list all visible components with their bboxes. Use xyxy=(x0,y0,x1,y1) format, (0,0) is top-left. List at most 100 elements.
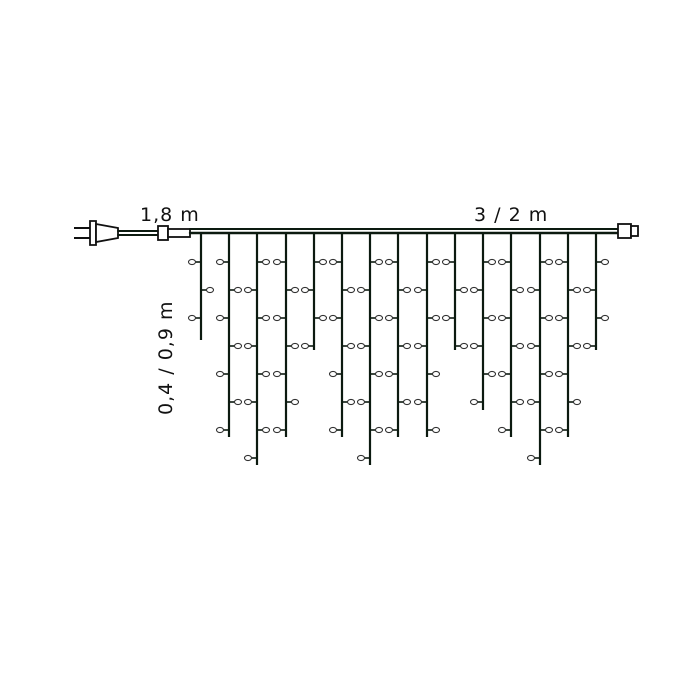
led-bulb-icon xyxy=(413,398,427,406)
icicle-drop xyxy=(328,233,356,437)
icicle-drops xyxy=(187,233,610,465)
led-bulb-icon xyxy=(215,426,229,434)
led-bulb-icon xyxy=(243,398,257,406)
led-bulb-icon xyxy=(356,398,370,406)
led-bulb-icon xyxy=(568,398,582,406)
led-bulb-icon xyxy=(272,314,286,322)
led-bulb-icon xyxy=(511,398,525,406)
led-bulb-icon xyxy=(328,258,342,266)
plug-icon xyxy=(74,220,119,246)
led-bulb-icon xyxy=(342,398,356,406)
icicle-drop xyxy=(272,233,300,437)
led-bulb-icon xyxy=(286,342,300,350)
lead-cable xyxy=(117,230,159,236)
led-bulb-icon xyxy=(427,314,441,322)
led-bulb-icon xyxy=(526,342,540,350)
led-bulb-icon xyxy=(300,342,314,350)
led-bulb-icon xyxy=(257,258,271,266)
led-bulb-icon xyxy=(497,258,511,266)
led-bulb-icon xyxy=(370,426,384,434)
end-cap-icon xyxy=(617,223,639,239)
led-bulb-icon xyxy=(328,426,342,434)
icicle-drop xyxy=(497,233,525,437)
lead-length-label: 1,8 m xyxy=(140,204,200,226)
led-bulb-icon xyxy=(257,370,271,378)
led-bulb-icon xyxy=(370,370,384,378)
led-bulb-icon xyxy=(568,342,582,350)
led-bulb-icon xyxy=(441,314,455,322)
led-bulb-icon xyxy=(497,426,511,434)
led-bulb-icon xyxy=(243,342,257,350)
led-bulb-icon xyxy=(272,370,286,378)
led-bulb-icon xyxy=(398,342,412,350)
led-bulb-icon xyxy=(526,398,540,406)
led-bulb-icon xyxy=(215,370,229,378)
led-bulb-icon xyxy=(201,286,215,294)
led-bulb-icon xyxy=(384,314,398,322)
led-bulb-icon xyxy=(398,398,412,406)
led-bulb-icon xyxy=(413,342,427,350)
led-bulb-icon xyxy=(370,258,384,266)
led-bulb-icon xyxy=(511,342,525,350)
main-length-label: 3 / 2 m xyxy=(474,204,548,226)
led-bulb-icon xyxy=(356,342,370,350)
led-bulb-icon xyxy=(243,286,257,294)
led-bulb-icon xyxy=(243,454,257,462)
led-bulb-icon xyxy=(455,286,469,294)
main-cable xyxy=(188,228,620,235)
led-bulb-icon xyxy=(540,426,554,434)
led-bulb-icon xyxy=(286,398,300,406)
icicle-drop xyxy=(384,233,412,437)
led-bulb-icon xyxy=(596,314,610,322)
led-bulb-icon xyxy=(441,258,455,266)
led-bulb-icon xyxy=(187,258,201,266)
led-bulb-icon xyxy=(286,286,300,294)
led-bulb-icon xyxy=(526,454,540,462)
led-bulb-icon xyxy=(215,314,229,322)
led-bulb-icon xyxy=(497,370,511,378)
led-bulb-icon xyxy=(427,426,441,434)
led-bulb-icon xyxy=(229,286,243,294)
led-bulb-icon xyxy=(540,314,554,322)
led-bulb-icon xyxy=(526,286,540,294)
led-bulb-icon xyxy=(342,342,356,350)
connector-icon xyxy=(157,225,191,241)
led-bulb-icon xyxy=(257,314,271,322)
led-bulb-icon xyxy=(540,370,554,378)
drop-length-label: 0,4 / 0,9 m xyxy=(155,301,177,415)
led-bulb-icon xyxy=(596,258,610,266)
icicle-drop xyxy=(187,233,215,340)
led-bulb-icon xyxy=(427,258,441,266)
led-bulb-icon xyxy=(229,398,243,406)
led-bulb-icon xyxy=(568,286,582,294)
led-bulb-icon xyxy=(257,426,271,434)
icicle-drop xyxy=(469,233,497,410)
led-bulb-icon xyxy=(398,286,412,294)
icicle-drop xyxy=(215,233,243,437)
led-bulb-icon xyxy=(384,258,398,266)
led-bulb-icon xyxy=(300,286,314,294)
led-bulb-icon xyxy=(554,314,568,322)
icicle-drop xyxy=(441,233,469,350)
icicle-drop xyxy=(243,233,271,465)
led-bulb-icon xyxy=(469,398,483,406)
led-bulb-icon xyxy=(356,286,370,294)
icicle-drop xyxy=(413,233,441,437)
led-bulb-icon xyxy=(328,314,342,322)
led-bulb-icon xyxy=(427,370,441,378)
led-bulb-icon xyxy=(314,258,328,266)
led-bulb-icon xyxy=(272,426,286,434)
led-bulb-icon xyxy=(540,258,554,266)
led-bulb-icon xyxy=(554,258,568,266)
led-bulb-icon xyxy=(272,258,286,266)
icicle-drop xyxy=(300,233,328,350)
led-bulb-icon xyxy=(455,342,469,350)
led-bulb-icon xyxy=(469,286,483,294)
led-bulb-icon xyxy=(497,314,511,322)
led-bulb-icon xyxy=(314,314,328,322)
led-bulb-icon xyxy=(187,314,201,322)
led-bulb-icon xyxy=(582,286,596,294)
led-bulb-icon xyxy=(384,370,398,378)
led-bulb-icon xyxy=(342,286,356,294)
